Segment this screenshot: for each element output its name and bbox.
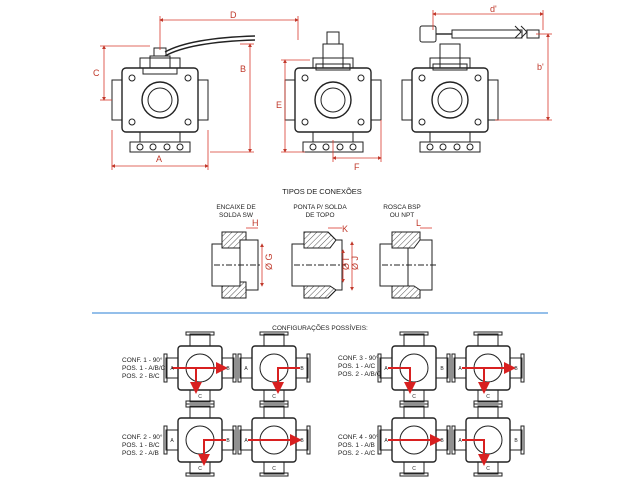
dim-f-label: F — [354, 162, 360, 172]
port-label-b-7: B — [514, 438, 518, 444]
port-label-b-2: B — [440, 366, 444, 372]
configurations-title: CONFIGURAÇÕES POSSÍVEIS: — [272, 323, 368, 332]
svg-text:CONF. 2 - 90°: CONF. 2 - 90° — [122, 433, 163, 441]
port-label-a-5: A — [244, 438, 248, 444]
port-label-a-6: A — [384, 438, 388, 444]
dim-l-label: L — [416, 218, 421, 228]
config-1-pos-1-valve — [163, 331, 237, 405]
config-2-labels: CONF. 2 - 90° POS. 1 - B/C POS. 2 - A/B — [122, 433, 163, 457]
conn-bw-label-1: PONTA P/ SOLDA — [293, 204, 347, 211]
config-port-labels: A B C A B C A B C A B C A B C A B C A B C A B C — [170, 366, 518, 472]
config-3-pos-1-valve — [377, 331, 451, 405]
port-label-b-4: B — [226, 438, 230, 444]
valve-t-handle-view — [401, 25, 540, 153]
conn-sw-label-1: ENCAIXE DE — [216, 204, 256, 211]
port-label-b-0: B — [226, 366, 230, 372]
svg-text:POS. 2 - A/B/C: POS. 2 - A/B/C — [338, 371, 382, 378]
svg-text:CONF. 1 - 90°: CONF. 1 - 90° — [122, 356, 163, 364]
config-4-labels: CONF. 4 - 90° POS. 1 - A/B POS. 2 - A/C — [338, 433, 379, 457]
port-label-c-4: C — [198, 466, 202, 472]
conn-thread-label-2: OU NPT — [390, 212, 415, 219]
port-label-a-7: A — [458, 438, 462, 444]
port-label-a-4: A — [170, 438, 174, 444]
conn-thread-label-1: ROSCA BSP — [383, 204, 421, 211]
dim-b-label: B — [240, 64, 246, 74]
svg-text:POS. 2 - A/C: POS. 2 - A/C — [338, 450, 376, 457]
port-label-c-0: C — [198, 394, 202, 400]
svg-text:POS. 1 - A/B: POS. 1 - A/B — [338, 442, 375, 449]
dim-j-label: Ø J — [350, 256, 360, 270]
port-label-a-3: A — [458, 366, 462, 372]
config-4-pos-2-valve — [451, 403, 525, 477]
port-label-c-1: C — [272, 394, 276, 400]
conn-thread-drawing — [379, 231, 436, 299]
connections-title: TIPOS DE CONEXÕES — [282, 187, 362, 196]
svg-text:POS. 2 - B/C: POS. 2 - B/C — [122, 373, 160, 380]
dim-k-label: K — [342, 224, 348, 234]
dim-d-prime-label: d' — [490, 4, 497, 14]
config-3-labels: CONF. 3 - 90° POS. 1 - A/C POS. 2 - A/B/… — [338, 354, 382, 378]
port-label-a-1: A — [244, 366, 248, 372]
svg-text:POS. 2 - A/B: POS. 2 - A/B — [122, 450, 159, 457]
svg-text:CONF. 4 - 90°: CONF. 4 - 90° — [338, 433, 379, 441]
dim-c-label: C — [93, 68, 100, 78]
dim-d-label: D — [230, 10, 237, 20]
config-2-pos-1-valve — [163, 403, 237, 477]
config-1-pos-2-valve — [237, 331, 311, 405]
port-label-c-3: C — [486, 394, 490, 400]
dim-e-label: E — [276, 100, 282, 110]
conn-butt-weld-drawing — [291, 231, 346, 299]
port-label-a-0: A — [170, 366, 174, 372]
config-3-pos-2-valve — [451, 331, 525, 405]
svg-text:CONF. 3 - 90°: CONF. 3 - 90° — [338, 354, 379, 362]
svg-text:POS. 1 - A/B/C: POS. 1 - A/B/C — [122, 365, 166, 372]
conn-socket-weld-drawing — [211, 231, 262, 299]
port-label-b-6: B — [440, 438, 444, 444]
port-label-c-5: C — [272, 466, 276, 472]
port-label-c-2: C — [412, 394, 416, 400]
valve-front-view — [284, 31, 382, 153]
conn-sw-label-2: SOLDA SW — [219, 212, 254, 219]
config-4-pos-1-valve — [377, 403, 451, 477]
svg-text:POS. 1 - A/C: POS. 1 - A/C — [338, 363, 376, 370]
dim-i-label: Ø I — [341, 258, 351, 270]
svg-text:POS. 1 - B/C: POS. 1 - B/C — [122, 442, 160, 449]
dim-g-label: Ø G — [264, 253, 274, 270]
conn-bw-label-2: DE TOPO — [305, 212, 334, 219]
port-label-b-3: B — [514, 366, 518, 372]
port-label-c-7: C — [486, 466, 490, 472]
config-2-pos-2-valve — [237, 403, 311, 477]
valve-side-view — [111, 35, 256, 153]
port-label-a-2: A — [384, 366, 388, 372]
config-1-labels: CONF. 1 - 90° POS. 1 - A/B/C POS. 2 - B/… — [122, 356, 166, 380]
port-label-b-1: B — [300, 366, 304, 372]
port-label-c-6: C — [412, 466, 416, 472]
dim-b-prime-label: b' — [537, 62, 544, 72]
dim-h-label: H — [252, 218, 259, 228]
dim-a-label: A — [156, 154, 162, 164]
port-label-b-5: B — [300, 438, 304, 444]
